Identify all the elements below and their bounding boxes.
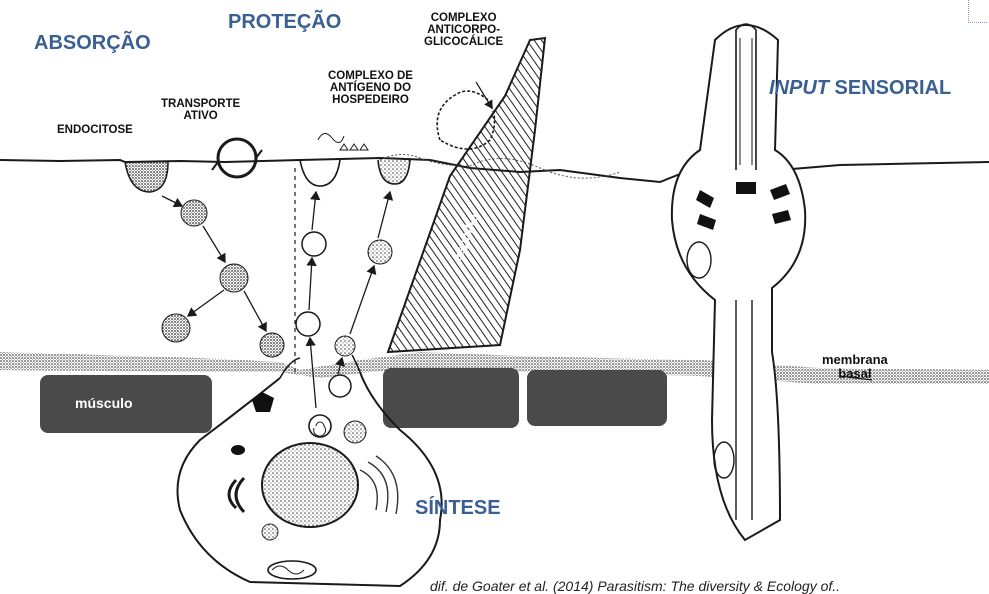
granule-stippled [262, 524, 278, 540]
vesicle-absorb-2 [220, 264, 248, 292]
vesicle-absorb-3 [162, 314, 190, 342]
vesicle-whorl-cell [309, 415, 331, 437]
dark-inclusion [252, 392, 274, 412]
vesicle-dotted-cell [344, 421, 366, 443]
secretion-pit-2 [378, 160, 410, 184]
label-input-sensorial: INPUT SENSORIAL [769, 78, 951, 99]
arrow-prot-1 [312, 192, 316, 230]
label-musculo: músculo [75, 396, 133, 411]
nucleus [262, 443, 358, 527]
arrow-prot-4 [350, 266, 374, 334]
arrow-prot-2 [309, 258, 312, 310]
label-protecao: PROTEÇÃO [228, 12, 341, 33]
vesicle-dot-2 [335, 336, 355, 356]
vesicle-whorl-1 [302, 232, 326, 256]
muscle-block-right [527, 370, 667, 426]
vesicle-absorb-4 [260, 333, 284, 357]
label-transporte-ativo: TRANSPORTE ATIVO [161, 98, 240, 122]
label-sensorial: SENSORIAL [829, 77, 951, 99]
arrow-absorb-1 [162, 196, 182, 206]
golgi [229, 478, 244, 512]
antigen-strand [318, 133, 344, 142]
label-membrana-basal: membrana basal [822, 353, 888, 380]
vesicle-absorb-1 [181, 200, 207, 226]
granule-dark [231, 445, 245, 455]
sensory-receptor-outer [672, 25, 805, 540]
muscle-block-mid [383, 368, 519, 428]
active-transport-cycle [218, 139, 256, 177]
arrow-absorb-4 [244, 291, 266, 331]
label-input-italic: INPUT [769, 77, 829, 99]
antigen-triangles [340, 144, 368, 150]
mitochondrion-cell [268, 561, 316, 579]
secretion-pit-1 [300, 160, 340, 186]
er-lines [360, 456, 398, 514]
endocytosis-pit [125, 162, 168, 192]
label-absorcao: ABSORÇÃO [34, 33, 151, 54]
vesicle-dot-1 [368, 240, 392, 264]
arrow-absorb-3 [188, 290, 224, 316]
arrow-absorb-2 [203, 226, 225, 262]
vesicle-whorl-3 [329, 375, 351, 397]
label-endocitose: ENDOCITOSE [57, 124, 133, 136]
label-complexo-anticorpo: COMPLEXO ANTICORPO- GLICOCÁLICE [424, 12, 503, 48]
pointer-complex [476, 82, 492, 108]
arrow-prot-3 [378, 192, 390, 238]
label-complexo-antigeno: COMPLEXO DE ANTÍGENO DO HOSPEDEIRO [328, 70, 413, 106]
vesicle-whorl-2 [296, 312, 320, 336]
label-sintese: SÍNTESE [415, 498, 501, 519]
